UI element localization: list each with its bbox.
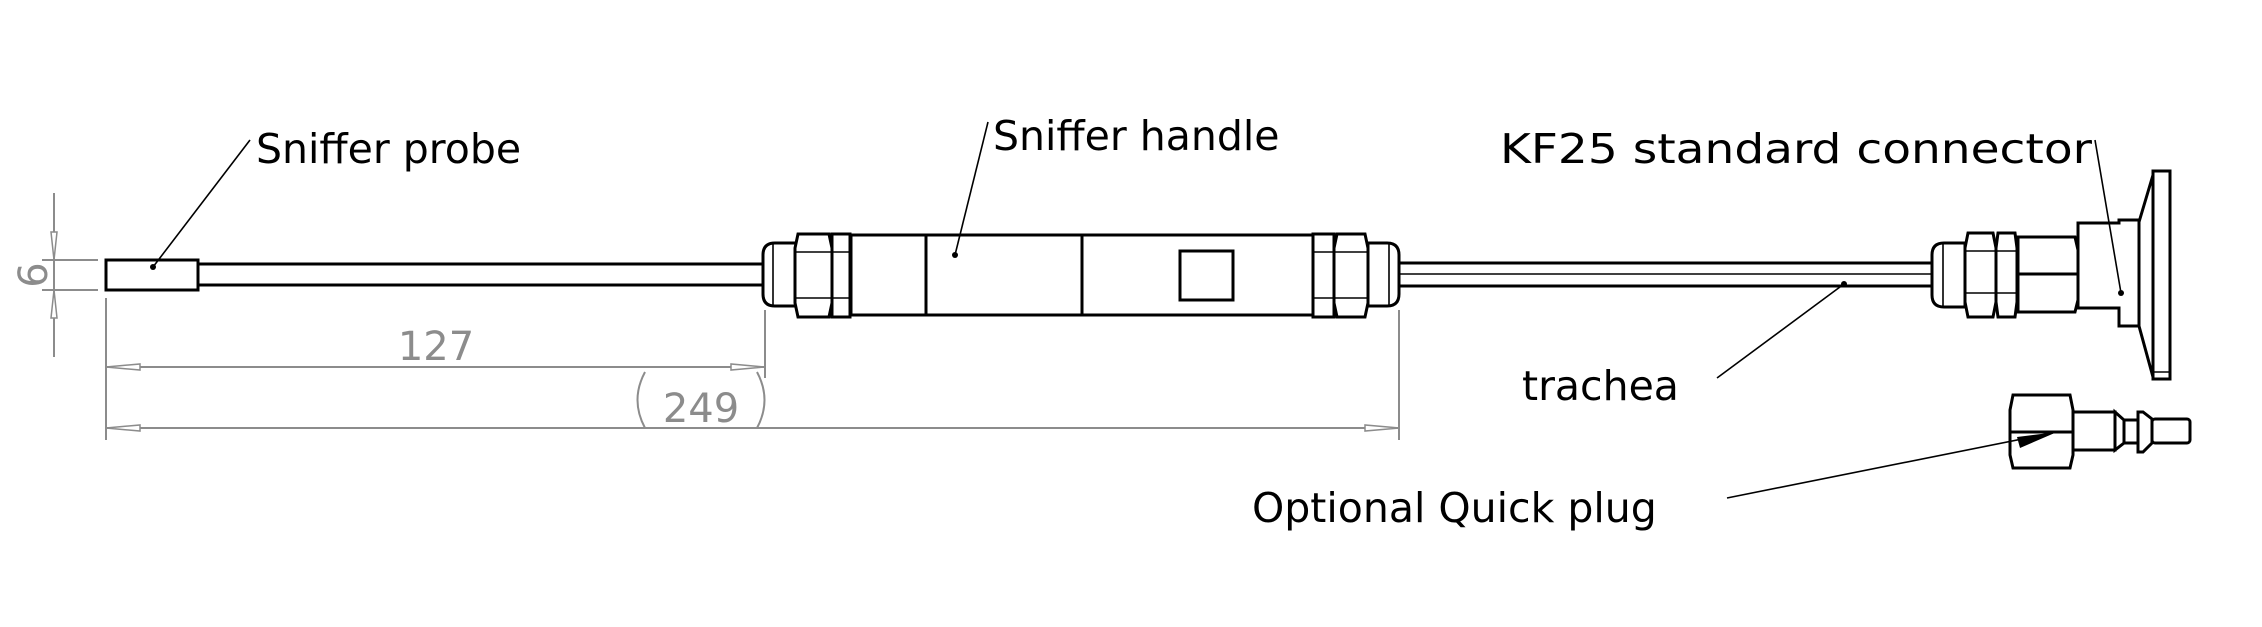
dimension-total-length: 249 <box>105 310 1400 440</box>
dimension-total-length-value: 249 <box>663 386 739 432</box>
label-sniffer-probe: Sniffer probe <box>256 125 521 173</box>
quick-plug <box>2008 393 2192 470</box>
label-kf25-connector: KF25 standard connector <box>1500 125 2092 173</box>
leader-lines <box>150 121 2124 499</box>
sniffer-handle <box>761 232 1401 319</box>
trachea-tube <box>1399 261 1933 288</box>
dimension-diameter-value: 6 <box>11 262 57 287</box>
label-quick-plug: Optional Quick plug <box>1252 484 1657 532</box>
kf25-connector <box>1930 169 2172 381</box>
label-sniffer-handle: Sniffer handle <box>993 112 1280 160</box>
label-trachea: trachea <box>1522 362 1679 410</box>
dimension-probe-length-value: 127 <box>398 324 474 370</box>
dimension-diameter: 6 <box>11 193 98 357</box>
sniffer-probe <box>104 258 764 292</box>
dimension-probe-length: 127 <box>105 298 766 440</box>
handle-button <box>1178 249 1235 302</box>
